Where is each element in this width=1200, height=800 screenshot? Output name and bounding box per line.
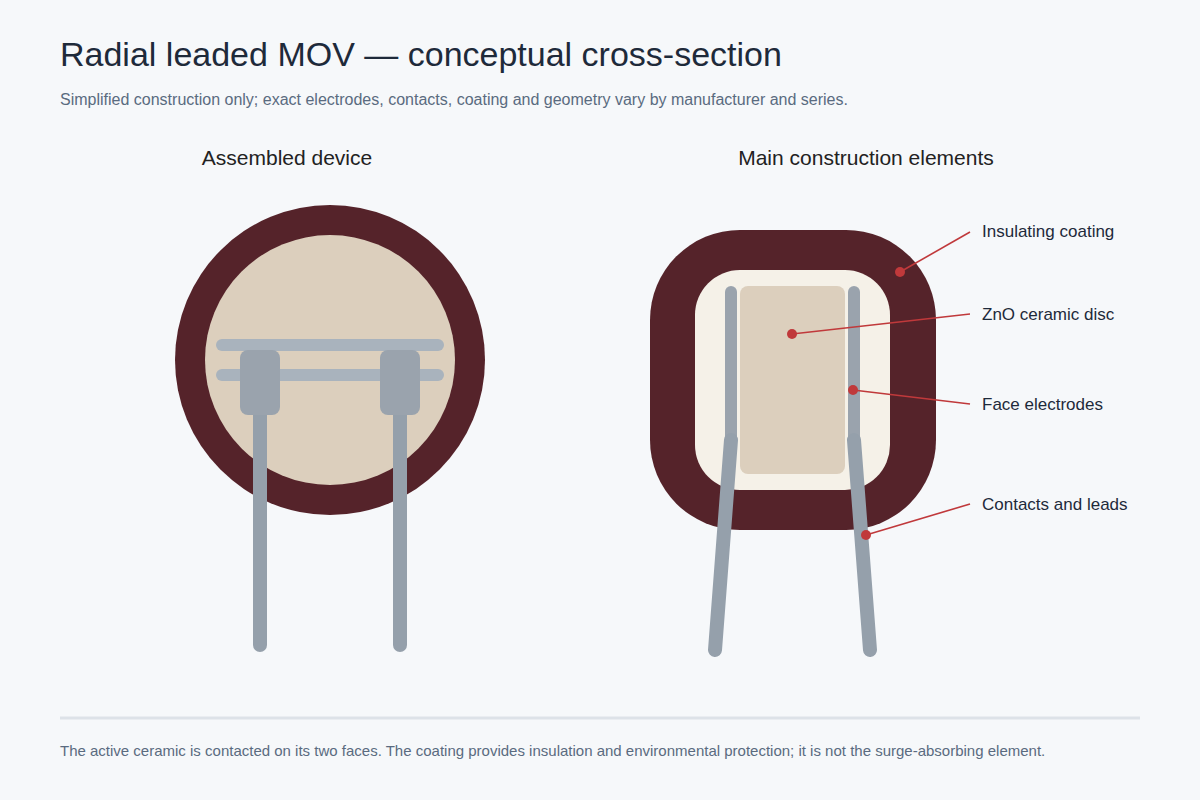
leader-dots	[787, 267, 905, 540]
leader-line	[900, 232, 970, 272]
coating-body	[175, 205, 485, 515]
leader-line	[792, 314, 970, 334]
face-electrode	[725, 292, 737, 440]
callout-label: Insulating coating	[982, 222, 1114, 242]
leader-lines	[792, 232, 970, 535]
face-electrode	[848, 292, 860, 440]
coating-section	[650, 230, 936, 530]
assembled-device	[175, 205, 485, 645]
panel-heading: Assembled device	[202, 145, 372, 170]
leader-dot	[787, 329, 797, 339]
lead-wire	[253, 400, 267, 645]
panel-heading: Main construction elements	[738, 145, 994, 170]
title: Radial leaded MOV — conceptual cross-sec…	[60, 34, 782, 75]
callout-label: Face electrodes	[982, 395, 1103, 415]
lead-wire	[854, 440, 870, 650]
leader-dot	[861, 530, 871, 540]
electrode-bar	[222, 339, 438, 351]
leader-line	[853, 390, 970, 404]
cross-section	[650, 230, 936, 650]
separator	[60, 717, 1140, 720]
subtitle: Simplified construction only; exact elec…	[60, 90, 848, 109]
leader-dot	[895, 267, 905, 277]
leader-dot	[848, 385, 858, 395]
ceramic-disc	[740, 286, 845, 474]
lead-wire	[715, 440, 731, 650]
callout-label: Contacts and leads	[982, 495, 1128, 515]
contact-tab	[240, 350, 280, 415]
leader-line	[866, 504, 970, 535]
lead-wire	[393, 400, 407, 645]
callout-label: ZnO ceramic disc	[982, 305, 1114, 325]
ceramic-face	[205, 235, 455, 485]
caption: The active ceramic is contacted on its t…	[60, 742, 1180, 760]
contact-tab	[380, 350, 420, 415]
